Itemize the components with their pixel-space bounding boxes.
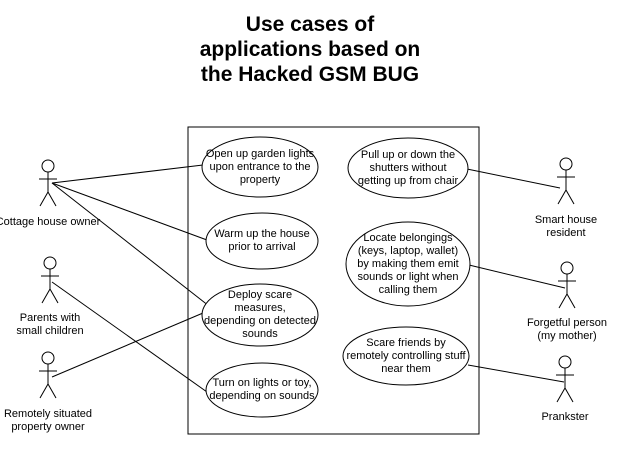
- use-case-text-line: depending on sounds: [209, 390, 315, 402]
- use-case-text-line: (keys, laptop, wallet): [357, 244, 459, 257]
- actor-forgetful-icon: [558, 261, 576, 309]
- use-case-text-line: by making them emit: [357, 257, 459, 270]
- actor-label-line: Prankster: [541, 411, 589, 423]
- system-boundary: [187, 126, 480, 435]
- diagram-title: Use cases of applications based on the H…: [0, 12, 620, 87]
- actor-label-forgetful: Forgetful person(my mother): [512, 317, 620, 343]
- use-case-text-line: remotely controlling stuff: [346, 349, 466, 362]
- use-case-locate: [345, 221, 471, 307]
- use-case-text-line: near them: [381, 362, 431, 375]
- use-case-text-line: Scare friends by: [366, 336, 446, 349]
- association-cottage-garden: [51, 164, 204, 184]
- use-case-lights: [205, 362, 319, 418]
- use-case-text-line: property: [239, 173, 281, 186]
- use-case-friends: [342, 326, 470, 386]
- title-line: the Hacked GSM BUG: [200, 63, 420, 86]
- actor-parents-icon: [41, 256, 59, 304]
- actor-label-line: resident: [546, 227, 586, 239]
- actor-label-line: Smart house: [534, 214, 598, 226]
- use-case-text-line: sounds or light when: [357, 270, 459, 283]
- association-cottage-warm: [51, 182, 208, 241]
- use-case-scare: [201, 283, 319, 347]
- use-case-text-line: Open up garden lights: [205, 147, 315, 160]
- actor-prankster-icon: [556, 355, 574, 403]
- use-case-text-line: upon entrance to the: [209, 160, 311, 173]
- actor-label-prankster: Prankster: [520, 411, 610, 424]
- actor-label-line: property owner: [11, 421, 85, 433]
- use-case-text-line: getting up from chair: [357, 174, 459, 187]
- use-case-text-line: depending on detected: [204, 315, 316, 327]
- actor-label-line: (my mother): [537, 330, 597, 342]
- actor-cottage-icon: [39, 159, 57, 207]
- actor-label-cottage: Cottage house owner: [0, 216, 113, 229]
- title-line: applications based on: [199, 38, 421, 61]
- association-forgetful-locate: [468, 264, 566, 289]
- actor-smart-icon: [557, 157, 575, 205]
- use-case-shutters: [347, 137, 469, 199]
- use-case-text-line: Locate belongings: [363, 231, 453, 244]
- use-case-text-line: Warm up the house: [214, 228, 310, 240]
- actor-remote-icon: [39, 351, 57, 399]
- use-case-label-locate: Locate belongings(keys, laptop, wallet)b…: [346, 232, 470, 297]
- use-case-label-lights: Turn on lights or toy,depending on sound…: [206, 377, 318, 403]
- use-case-text-line: Pull up or down the: [360, 148, 456, 161]
- association-cottage-scare: [51, 182, 210, 307]
- use-case-garden: [201, 136, 319, 198]
- actor-label-line: Parents with: [19, 312, 81, 324]
- title-line: Use cases of: [245, 13, 375, 36]
- use-case-text-line: shutters without: [369, 161, 447, 174]
- actor-label-line: Forgetful person: [526, 317, 608, 329]
- use-case-text-line: calling them: [378, 283, 438, 296]
- use-case-text-line: Turn on lights or toy,: [212, 377, 312, 389]
- association-parents-lights: [51, 281, 208, 393]
- association-smart-shutters: [466, 168, 561, 189]
- actor-label-line: small children: [16, 325, 84, 337]
- use-case-text-line: measures,: [234, 302, 286, 314]
- association-remote-scare: [51, 312, 204, 378]
- use-case-text-line: prior to arrival: [228, 241, 296, 253]
- actor-label-line: Remotely situated: [3, 408, 93, 420]
- use-case-text-line: Deploy scare: [227, 289, 293, 301]
- actor-label-line: Cottage house owner: [0, 216, 101, 228]
- use-case-text-line: sounds: [242, 328, 278, 340]
- association-prankster-friends: [467, 364, 565, 383]
- use-case-warm: [205, 212, 319, 270]
